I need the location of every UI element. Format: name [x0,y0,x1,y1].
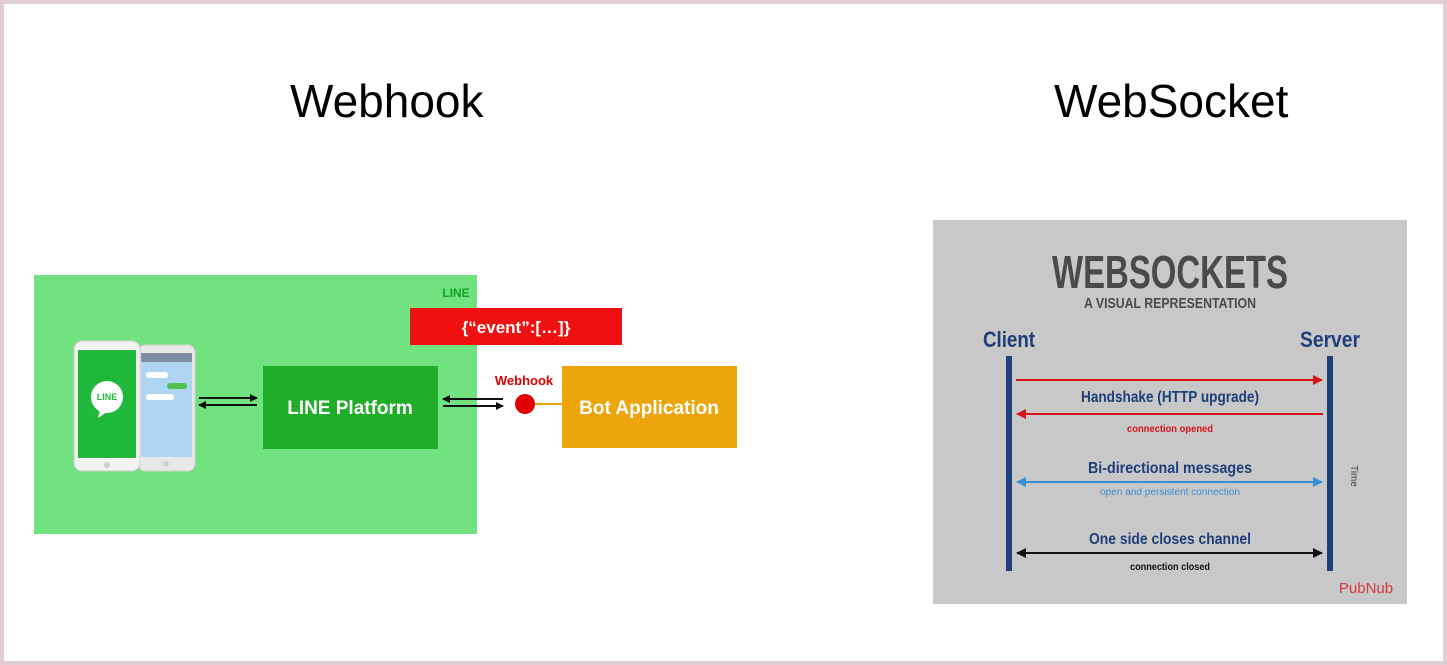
bot-application-label: Bot Application [579,398,719,419]
payload-text: {“event”:[…]} [462,318,571,337]
bidirectional-label: Bi-directional messages [1088,460,1252,477]
webhook-diagram: LINE LINE LINE Platform {“event”:[…]} [34,275,737,534]
client-label: Client [983,327,1036,352]
line-platform-box [263,366,438,449]
line-logo-text: LINE [97,392,118,402]
pubnub-brand: PubNub [1339,580,1393,597]
handshake-label: Handshake (HTTP upgrade) [1081,389,1259,406]
websocket-heading: WebSocket [1054,75,1289,127]
webhook-label: Webhook [495,373,554,388]
websocket-diagram: WEBSOCKETS A VISUAL REPRESENTATION Clien… [933,220,1407,604]
websockets-subtitle: A VISUAL REPRESENTATION [1084,295,1256,312]
close-channel-label: One side closes channel [1089,531,1251,548]
server-label: Server [1300,327,1360,352]
connection-opened-label: connection opened [1127,424,1213,435]
webhook-heading: Webhook [290,75,484,127]
line-area-label: LINE [442,286,469,300]
server-lifeline [1327,356,1333,571]
connection-closed-label: connection closed [1130,562,1210,573]
websockets-title: WEBSOCKETS [1052,246,1288,298]
webhook-endpoint-dot [515,394,535,414]
payload-box [410,308,622,345]
time-axis-label: Time [1348,465,1359,487]
persistent-connection-label: open and persistent connection [1100,487,1240,498]
bot-application-box [562,366,737,448]
line-platform-label: LINE Platform [287,398,413,419]
smartphone-icon: LINE [73,340,196,472]
client-lifeline [1006,356,1012,571]
